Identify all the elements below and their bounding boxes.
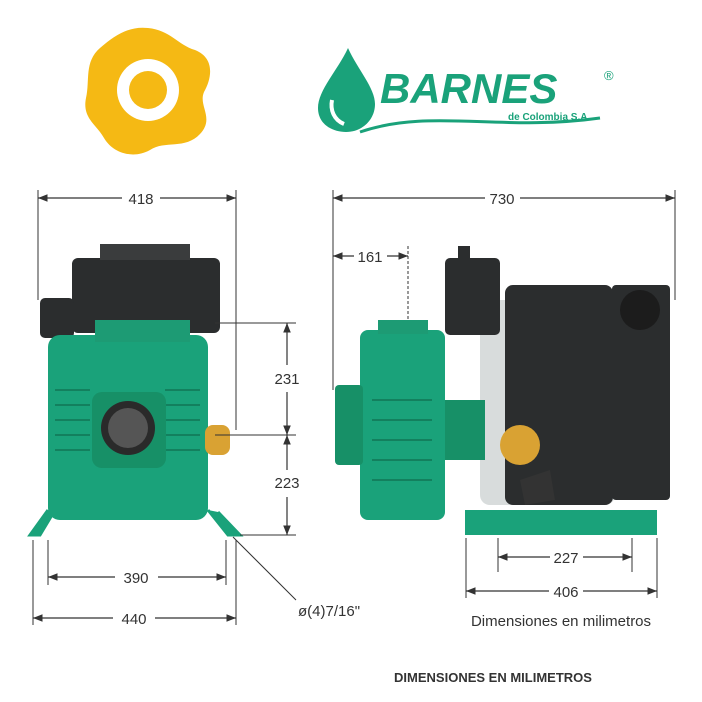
dim-height-223: 223 — [274, 475, 299, 492]
footer-units-title: DIMENSIONES EN MILIMETROS — [394, 670, 592, 685]
dim-width-418: 418 — [128, 191, 153, 208]
front-dimensions: 418 231 223 390 440 ø(4)7/16" — [32, 190, 360, 628]
water-drop-icon — [318, 48, 375, 132]
side-view-pump — [335, 246, 670, 535]
dim-base-440: 440 — [121, 611, 146, 628]
dim-height-231: 231 — [274, 371, 299, 388]
barnes-logo: BARNES ® de Colombia S.A. — [318, 48, 614, 134]
dim-length-730: 730 — [489, 191, 514, 208]
gear-logo-icon — [85, 27, 211, 155]
dim-base-406: 406 — [553, 584, 578, 601]
brand-name: BARNES — [380, 65, 557, 112]
dim-base-227: 227 — [553, 550, 578, 567]
hole-note: ø(4)7/16" — [298, 603, 360, 620]
front-view-pump — [27, 244, 244, 537]
brand-subtitle: de Colombia S.A. — [508, 112, 590, 123]
units-note: Dimensiones en milimetros — [471, 613, 651, 630]
side-dimensions: 730 161 227 406 Dimensiones en milimetro… — [332, 190, 676, 630]
registered-mark: ® — [604, 68, 614, 83]
dim-inlet-161: 161 — [357, 249, 382, 266]
dim-base-390: 390 — [123, 570, 148, 587]
